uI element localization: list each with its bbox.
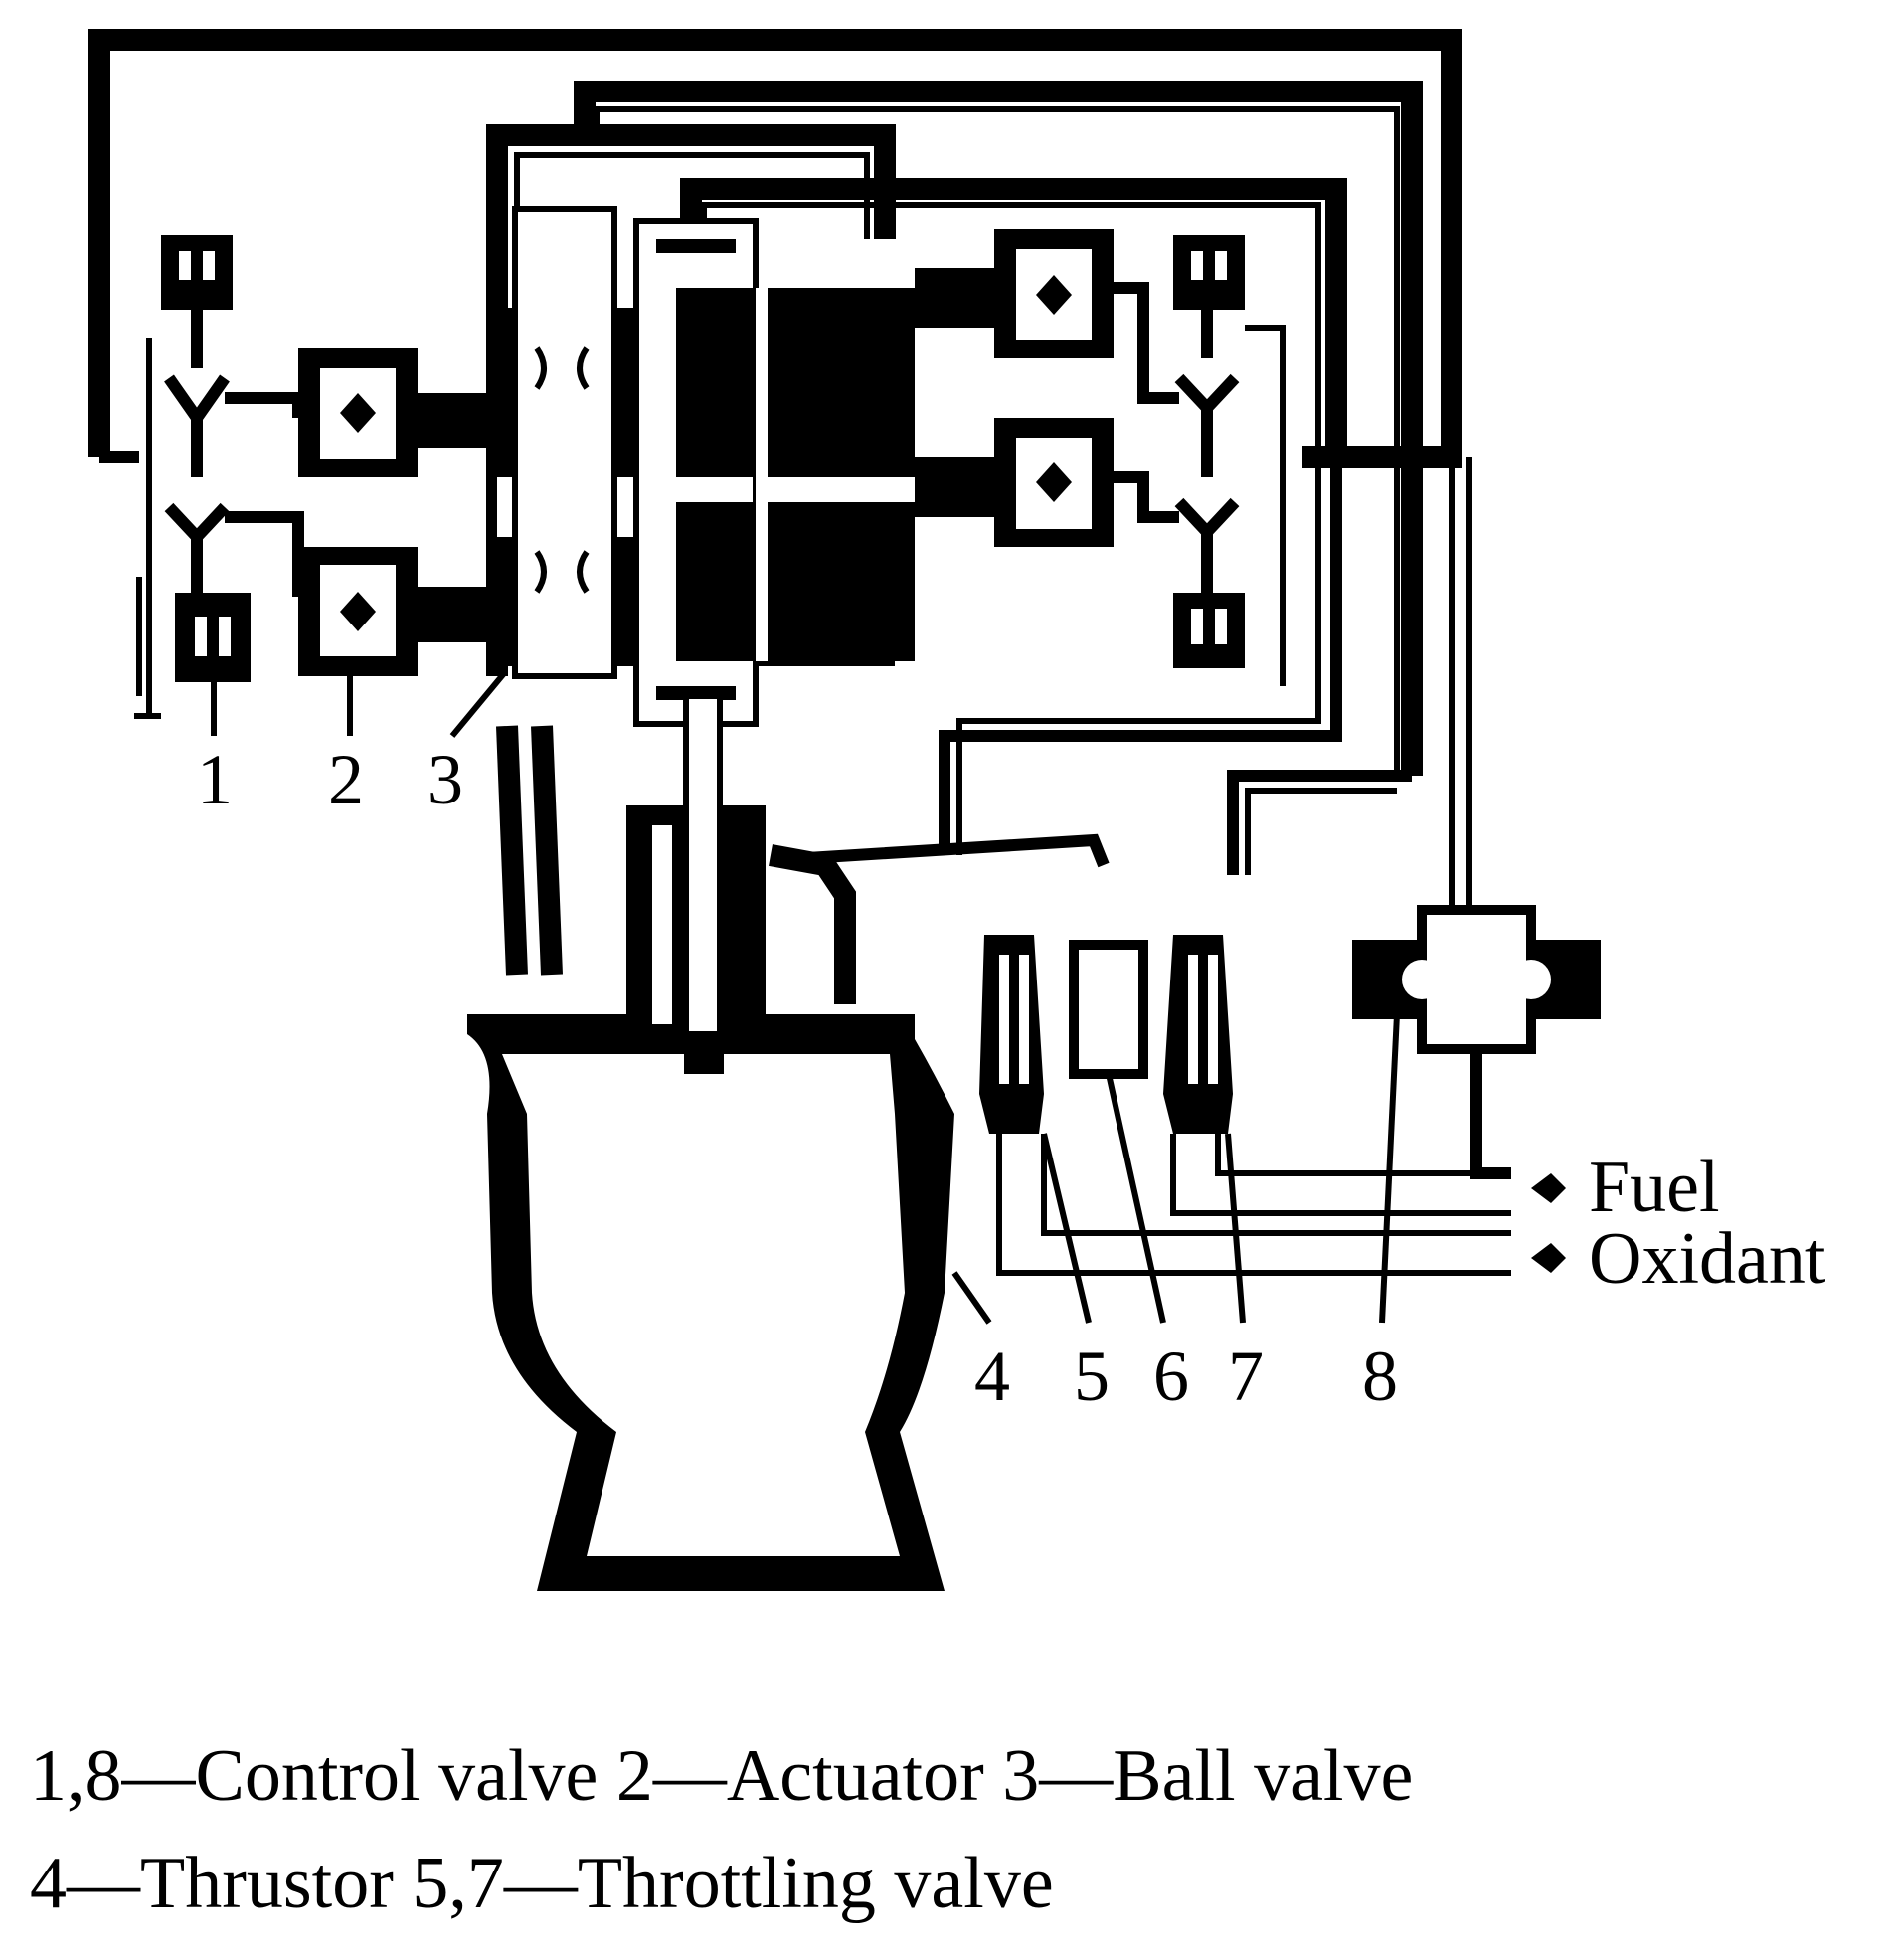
callout-2: 2: [328, 740, 364, 819]
oxidant-label: Oxidant: [1589, 1218, 1826, 1300]
fuel-label: Fuel: [1589, 1147, 1720, 1228]
callout-4: 4: [974, 1336, 1010, 1416]
component-6: [1069, 940, 1148, 1079]
control-valve-1: [134, 235, 304, 719]
outer-feed-lines: [88, 29, 1472, 915]
throttling-valve-7: [1163, 935, 1233, 1134]
right-control-valve: [1114, 235, 1286, 686]
caption-line-2: 4—Thrustor 5,7—Throttling valve: [30, 1843, 1054, 1924]
inlet-labels: Fuel Oxidant: [1589, 1147, 1826, 1300]
ball-valve-3: [497, 206, 915, 727]
callout-8: 8: [1362, 1336, 1398, 1416]
right-actuators: [915, 229, 1114, 547]
leader-lines: [211, 670, 1400, 1325]
thrustor-4: [467, 693, 1110, 1591]
control-valve-8: [1352, 905, 1601, 1179]
throttling-valve-5: [979, 935, 1044, 1134]
callout-3: 3: [428, 740, 463, 819]
callout-6: 6: [1153, 1336, 1189, 1416]
callout-5: 5: [1074, 1336, 1110, 1416]
figure-caption: 1,8—Control valve 2—Actuator 3—Ball valv…: [30, 1735, 1413, 1924]
caption-line-1: 1,8—Control valve 2—Actuator 3—Ball valv…: [30, 1735, 1413, 1817]
callout-1: 1: [197, 740, 233, 819]
callout-numbers: 1 2 3 4 5 6 7 8: [197, 740, 1398, 1416]
callout-7: 7: [1228, 1336, 1264, 1416]
actuator-2: [298, 348, 497, 676]
